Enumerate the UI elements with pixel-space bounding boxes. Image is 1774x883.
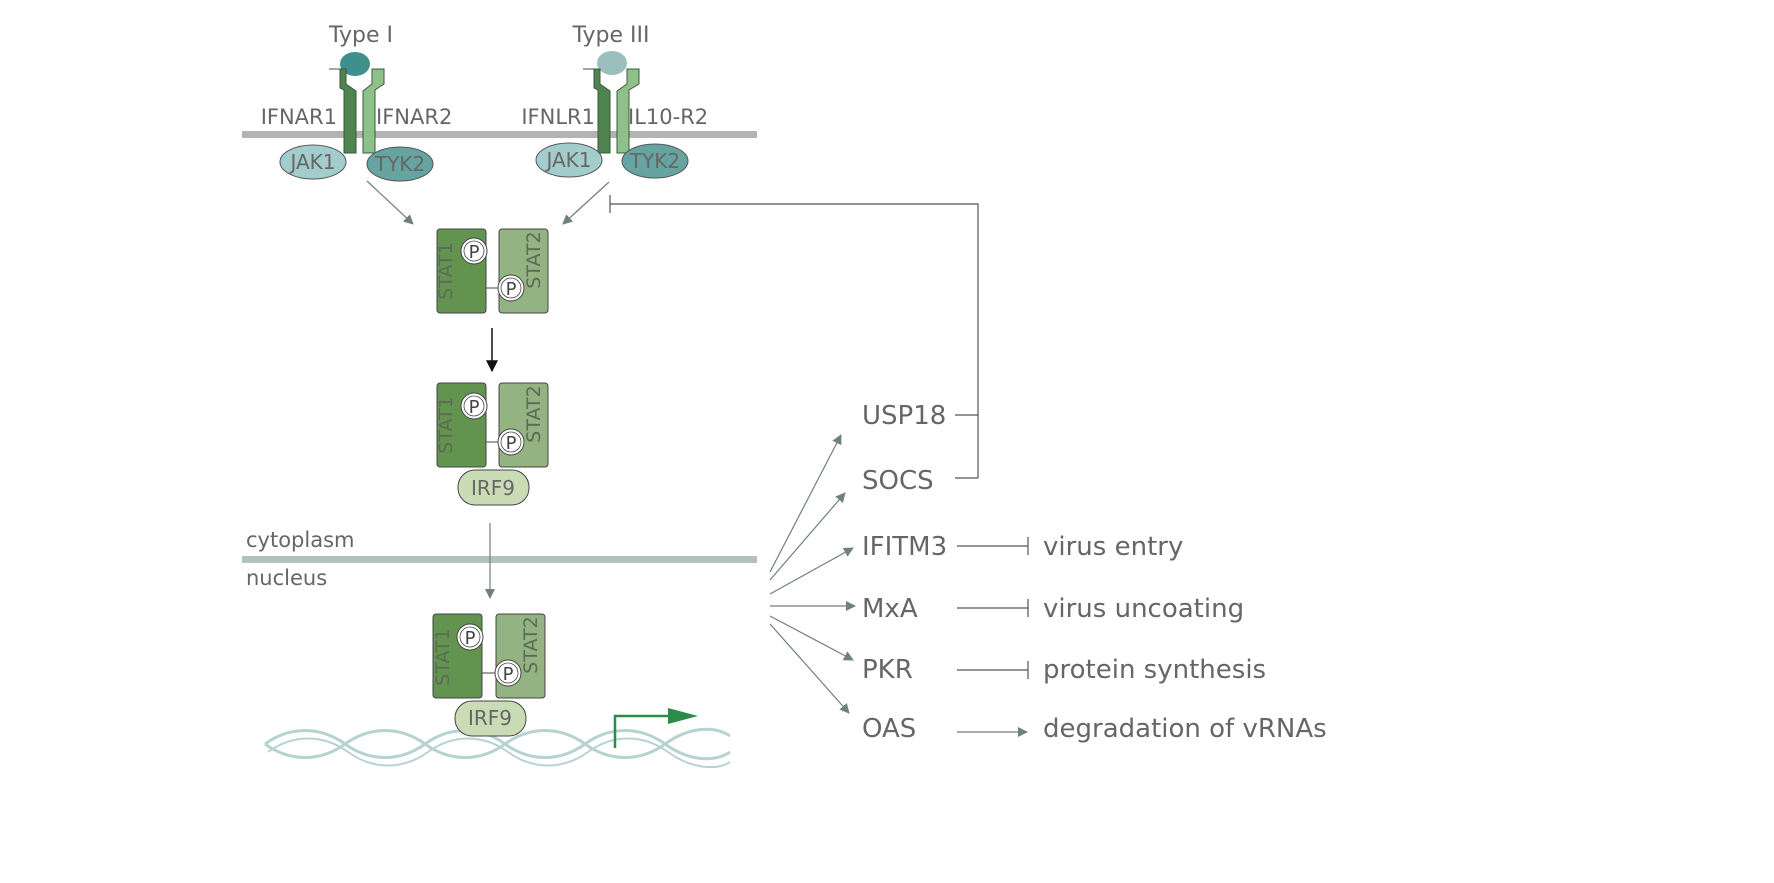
isgf3-complex-nucleus: STAT1 STAT2 P P IRF9	[432, 613, 546, 737]
isg-mxa: MxA	[862, 594, 918, 624]
dna-helix	[264, 727, 731, 769]
feedback-inhibition-line	[610, 203, 979, 415]
phosphate-group-inner	[459, 626, 481, 648]
phosphate-group	[460, 237, 488, 265]
plasma-membrane	[242, 131, 757, 138]
nucleus-label: nucleus	[246, 566, 327, 590]
stat1-label: STAT1	[435, 396, 457, 453]
il10r2-label: IL10-R2	[628, 105, 708, 129]
induction-arrow-ifitm3	[769, 547, 854, 595]
il10r2-chain	[616, 68, 640, 154]
type-iii-receptor: Type III IFNLR1 IL10-R2 JAK1 TYK2	[521, 23, 708, 179]
induction-arrow-oas	[769, 623, 850, 714]
phosphate-group	[497, 274, 525, 302]
ifnar2-label: IFNAR2	[376, 105, 452, 129]
stat2-label: STAT2	[523, 385, 545, 442]
induction-arrow-pkr	[769, 615, 854, 661]
jak1-label: JAK1	[288, 150, 335, 174]
isg-pkr: PKR	[862, 655, 913, 685]
irf9-label: IRF9	[471, 476, 515, 500]
stat1-label: STAT1	[432, 628, 454, 685]
transcription-start-line	[613, 714, 670, 748]
irf9-protein	[454, 700, 527, 737]
tyk2-kinase	[621, 143, 689, 179]
phospho-label: P	[465, 628, 476, 649]
type-iii-activation-arrow	[562, 181, 610, 225]
phospho-label: P	[469, 397, 480, 418]
cytoplasm-label: cytoplasm	[246, 528, 355, 552]
ifnlr1-chain	[583, 68, 611, 154]
ifnar1-chain	[329, 68, 357, 154]
ifnar2-chain	[362, 68, 385, 154]
ifnar1-label: IFNAR1	[261, 105, 337, 129]
isg-oas: OAS	[862, 714, 916, 744]
type-i-ligand-label: Type I	[328, 23, 393, 48]
effect-vrna-degradation: degradation of vRNAs	[1043, 714, 1327, 744]
stat-dimer-1: STAT1 STAT2 P P	[435, 228, 549, 314]
type-iii-ligand	[597, 51, 627, 75]
effect-protein-synthesis: protein synthesis	[1043, 655, 1266, 685]
jak1-kinase	[535, 142, 603, 178]
phosphate-group-inner	[497, 662, 519, 684]
induction-arrow-usp18	[769, 434, 842, 573]
nuclear-membrane	[242, 556, 757, 563]
type-iii-ligand-label: Type III	[572, 23, 650, 48]
phosphate-group	[494, 659, 522, 687]
type-i-activation-arrow	[366, 180, 414, 225]
phospho-label: P	[506, 279, 517, 300]
isgf3-complex-cytoplasm: STAT1 STAT2 P P IRF9	[435, 382, 549, 506]
irf9-label: IRF9	[468, 706, 512, 730]
stat1-label: STAT1	[435, 242, 457, 299]
type-i-ligand	[340, 52, 370, 76]
phosphate-group-inner	[463, 395, 485, 417]
phosphate-group-inner	[463, 240, 485, 262]
isg-usp18: USP18	[862, 401, 946, 431]
phospho-label: P	[469, 242, 480, 263]
tyk2-label: TYK2	[374, 152, 425, 176]
phosphate-group	[497, 428, 525, 456]
jak1-kinase	[279, 144, 347, 180]
ifnlr1-label: IFNLR1	[521, 105, 595, 129]
isg-ifitm3: IFITM3	[862, 532, 947, 562]
tyk2-kinase	[366, 146, 434, 182]
irf9-protein	[457, 469, 530, 506]
stat2-label: STAT2	[520, 616, 542, 673]
type-i-receptor: Type I IFNAR1 IFNAR2 JAK1 TYK2	[261, 23, 452, 182]
induction-arrow-socs	[769, 492, 846, 581]
phosphate-group	[460, 392, 488, 420]
dna-strand	[264, 727, 731, 759]
tyk2-label: TYK2	[629, 149, 680, 173]
phosphate-group-inner	[500, 431, 522, 453]
isg-induction-arrows	[769, 434, 856, 714]
phosphate-group-inner	[500, 277, 522, 299]
phospho-label: P	[503, 664, 514, 685]
stat2-label: STAT2	[523, 231, 545, 288]
phospho-label: P	[506, 433, 517, 454]
jak1-label: JAK1	[544, 148, 591, 172]
isg-socs: SOCS	[862, 466, 934, 496]
effect-virus-entry: virus entry	[1043, 532, 1183, 562]
transcription-start-arrowhead	[668, 708, 698, 724]
effect-virus-uncoating: virus uncoating	[1043, 594, 1244, 624]
phosphate-group	[456, 623, 484, 651]
dna-strand	[267, 737, 731, 769]
